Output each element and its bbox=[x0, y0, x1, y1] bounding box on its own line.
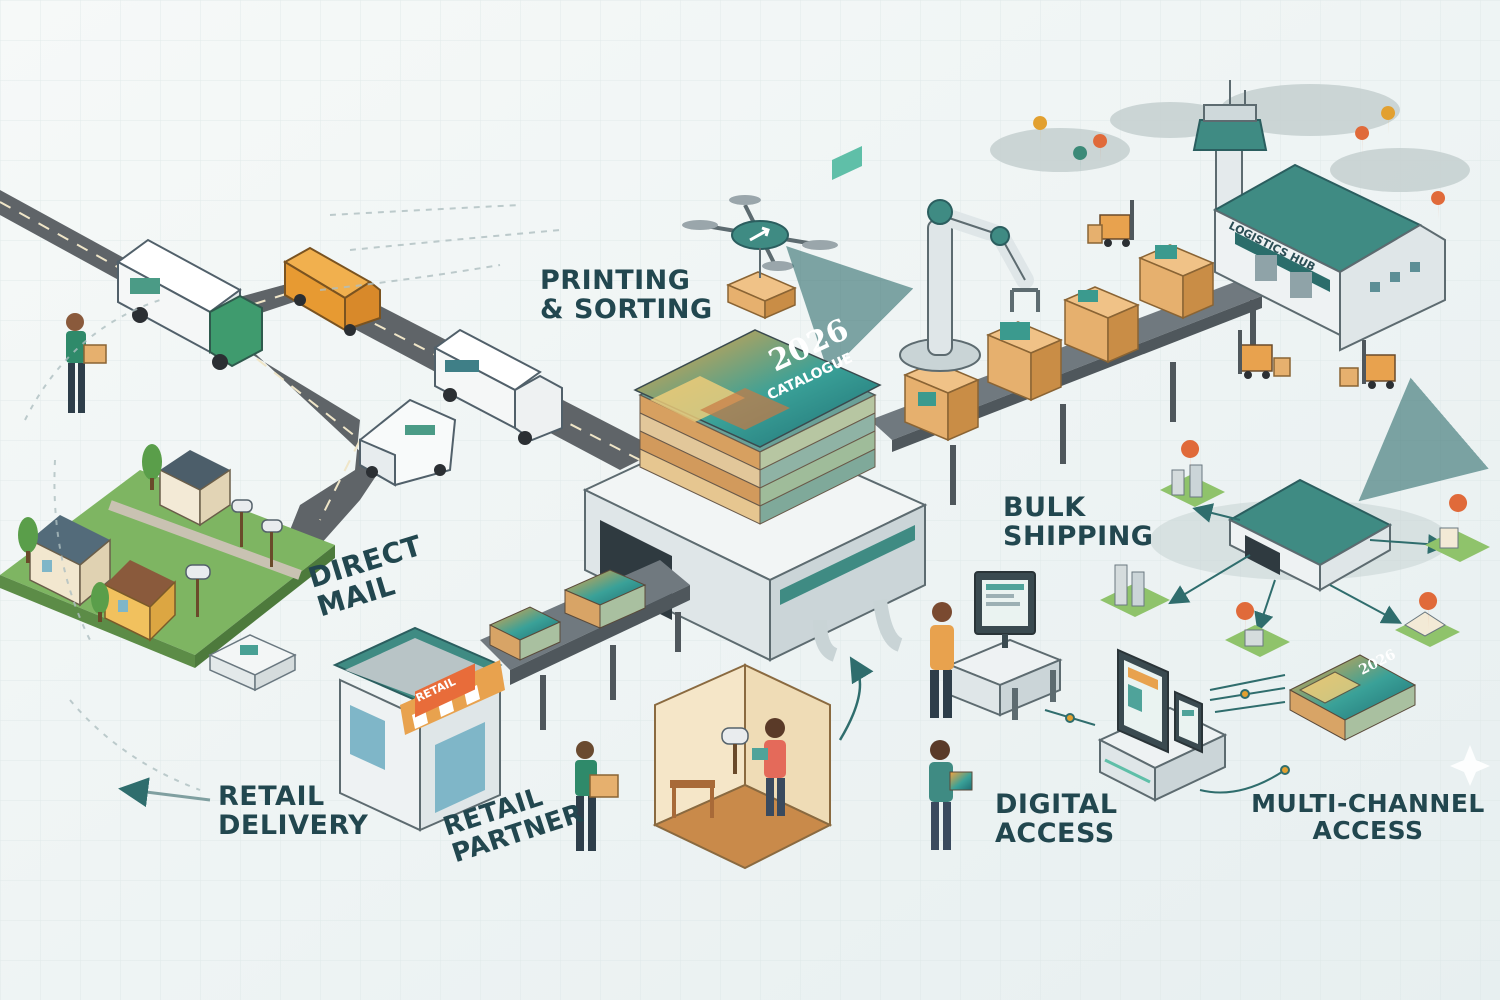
van-icon bbox=[359, 398, 457, 487]
mailbox-icon bbox=[185, 499, 283, 617]
computer-icon bbox=[974, 571, 1036, 648]
person-icon bbox=[575, 741, 619, 851]
label-multi-channel-access: MULTI-CHANNEL ACCESS bbox=[1243, 790, 1493, 844]
label-line: ACCESS bbox=[1312, 816, 1424, 845]
phone-icon bbox=[1174, 690, 1203, 754]
map-pin-icon bbox=[1093, 134, 1108, 163]
map-pin-icon bbox=[1449, 494, 1468, 532]
connector-lines bbox=[1044, 674, 1290, 794]
map-pins bbox=[1033, 106, 1446, 220]
forklift-icon bbox=[1087, 200, 1134, 247]
label-line: RETAIL bbox=[218, 781, 325, 812]
warehouse-icon bbox=[1212, 163, 1446, 352]
person-icon bbox=[66, 313, 107, 413]
label-line: PRINTING bbox=[540, 265, 691, 296]
map-pin-icon bbox=[1381, 106, 1396, 135]
house-icon bbox=[29, 515, 111, 607]
person-icon bbox=[929, 740, 973, 850]
truck-icon bbox=[116, 238, 263, 370]
front-conveyor bbox=[480, 560, 690, 730]
label-retail-delivery: RETAIL DELIVERY bbox=[218, 782, 368, 840]
label-line: ACCESS bbox=[995, 818, 1115, 850]
shipping-boxes bbox=[903, 244, 1215, 442]
warehouse-icon bbox=[1227, 478, 1393, 592]
map-pin-icon bbox=[1419, 592, 1438, 630]
label-line: & SORTING bbox=[540, 294, 713, 326]
home-room bbox=[652, 663, 833, 870]
motion-lines bbox=[24, 204, 561, 791]
tree-icons bbox=[18, 444, 162, 622]
mailbox-icon bbox=[721, 727, 749, 774]
arrow-icon bbox=[1358, 377, 1489, 502]
label-bulk-shipping: BULK SHIPPING bbox=[1003, 493, 1153, 551]
label-line: DELIVERY bbox=[218, 810, 369, 842]
robot-arm-icon bbox=[899, 199, 1040, 372]
forklift-icon bbox=[1238, 330, 1291, 379]
truck-icon bbox=[433, 328, 563, 445]
tablet-icon bbox=[1117, 648, 1169, 754]
label-line: MULTI-CHANNEL bbox=[1251, 789, 1485, 818]
label-line: SHIPPING bbox=[1003, 521, 1154, 553]
person-icon bbox=[930, 602, 954, 718]
house-icon bbox=[159, 450, 231, 527]
sparkle-icon bbox=[1450, 745, 1490, 786]
van-icon bbox=[283, 246, 381, 336]
arrow-icon bbox=[118, 777, 211, 808]
map-pin-icon bbox=[1033, 116, 1048, 145]
neighbourhood bbox=[0, 470, 335, 668]
shop-icon bbox=[332, 626, 505, 832]
person-icon bbox=[752, 718, 786, 816]
house-icon bbox=[104, 560, 176, 642]
map-pin-icon bbox=[1236, 602, 1255, 640]
label-printing-sorting: PRINTING & SORTING bbox=[540, 266, 713, 324]
map-pin-icon bbox=[1355, 126, 1370, 155]
map-pin-icon bbox=[1073, 146, 1088, 175]
map-pin-icon bbox=[1181, 440, 1200, 478]
envelope-stack bbox=[208, 634, 297, 692]
arrow-icon bbox=[786, 246, 914, 374]
map-pin-icon bbox=[1431, 191, 1446, 220]
catalogue-stack-small bbox=[1288, 654, 1417, 741]
label-line: DIGITAL bbox=[995, 789, 1118, 820]
computer-desk bbox=[947, 638, 1063, 720]
label-digital-access: DIGITAL ACCESS bbox=[995, 790, 1118, 848]
arrow-icon bbox=[838, 656, 874, 741]
catalogue-stack bbox=[633, 329, 882, 525]
label-line: BULK bbox=[1003, 492, 1086, 523]
